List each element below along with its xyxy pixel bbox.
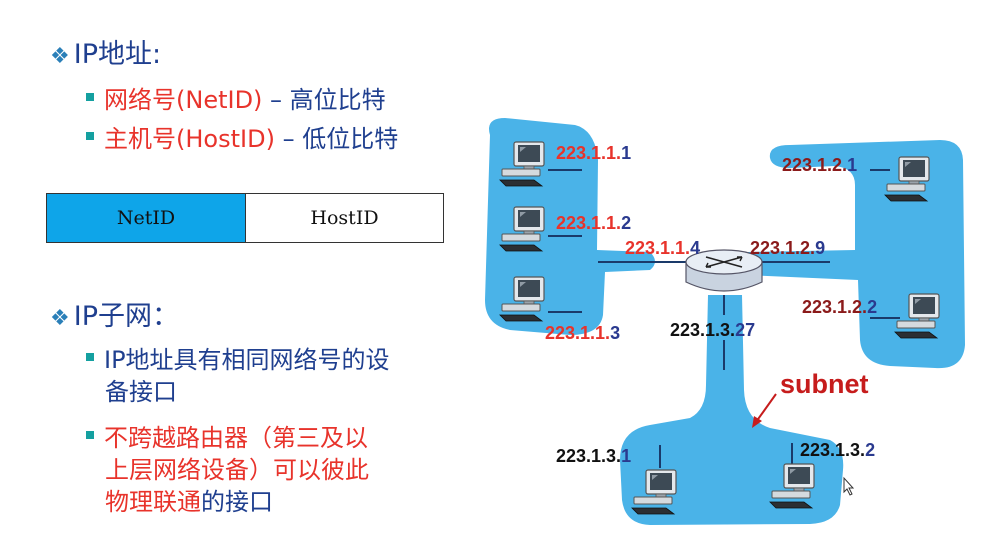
subnet-item-2-text-c: 物理联通	[105, 488, 201, 516]
subnet-item-1-text: IP地址具有相同网络号的设	[104, 346, 390, 374]
ip-label-223-1-3-27: 223.1.3.27	[670, 320, 756, 340]
ip-label-223-1-2-9: 223.1.2.9	[750, 238, 826, 258]
netid-box: NetID	[46, 193, 246, 243]
netid-term: 网络号(NetID)	[104, 86, 263, 114]
hostid-term: 主机号(HostID)	[104, 125, 275, 153]
subnet-item-2-text: 不跨越路由器（第三及以	[104, 424, 368, 452]
ip-label-223-1-2-1: 223.1.2.1	[782, 155, 858, 175]
ip-label-223-1-1-1: 223.1.1.1	[556, 143, 632, 163]
ip-address-heading: IP地址:	[73, 39, 162, 70]
subnet-item-2-text-a: 上层网络设备）可以	[105, 456, 321, 484]
ip-label-223-1-2-2: 223.1.2.2	[802, 297, 878, 317]
hostid-box: HostID	[245, 193, 444, 243]
router-icon	[685, 249, 763, 292]
ip-label-223-1-3-1: 223.1.3.1	[556, 446, 632, 466]
ip-label-223-1-1-2: 223.1.1.2	[556, 213, 632, 233]
subnet-item-2-line1: 不跨越路由器（第三及以	[86, 418, 368, 453]
section-ip-address-title: ❖IP地址:	[50, 32, 161, 71]
hostid-desc: – 低位比特	[274, 125, 399, 153]
ip-label-223-1-3-2: 223.1.3.2	[800, 440, 876, 460]
subnet-item-2-line3: 物理联通的接口	[105, 482, 273, 517]
subnet-item-2-text-d: 的接口	[201, 488, 273, 516]
list-item-hostid: 主机号(HostID) – 低位比特	[86, 119, 398, 154]
square-bullet-icon	[86, 431, 94, 439]
ip-label-223-1-1-3: 223.1.1.3	[545, 323, 621, 343]
subnet-label: subnet	[780, 369, 869, 399]
netid-desc: – 高位比特	[262, 86, 386, 114]
diamond-bullet-icon: ❖	[50, 306, 70, 331]
square-bullet-icon	[86, 132, 94, 140]
subnet-arrow-icon	[752, 393, 777, 428]
diamond-bullet-icon: ❖	[50, 44, 70, 69]
square-bullet-icon	[86, 93, 94, 101]
subnet-item-2-line2: 上层网络设备）可以彼此	[105, 450, 369, 485]
mouse-cursor-icon	[843, 476, 855, 496]
ip-label-223-1-1-4: 223.1.1.4	[625, 238, 701, 258]
subnet-item-2-text-b: 彼此	[321, 456, 369, 484]
list-item-netid: 网络号(NetID) – 高位比特	[86, 80, 386, 115]
wire-lines	[548, 169, 900, 468]
subnet-item-1-line1: IP地址具有相同网络号的设	[86, 340, 390, 375]
subnet-item-1-line2: 备接口	[105, 378, 177, 406]
ip-subnet-heading: IP子网：	[73, 301, 179, 332]
section-ip-subnet-title: ❖IP子网：	[50, 294, 179, 333]
square-bullet-icon	[86, 353, 94, 361]
